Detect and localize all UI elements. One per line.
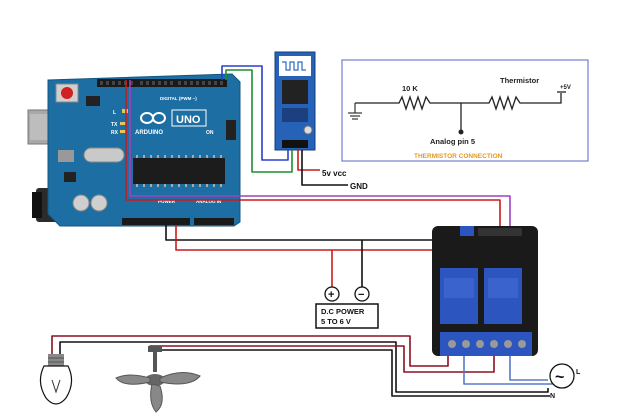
analog-pin-label: Analog pin 5	[430, 137, 475, 146]
digital-header-label: DIGITAL (PWM ~)	[160, 96, 197, 101]
atmega-chip	[133, 158, 225, 184]
bt-gnd-label: GND	[350, 182, 368, 191]
dc-power-source: + − D.C POWER 5 TO 6 V	[315, 286, 379, 329]
dc-power-line2: 5 TO 6 V	[321, 317, 351, 326]
thermistor-panel-border	[341, 59, 589, 162]
dc-power-line1: D.C POWER	[321, 307, 365, 316]
wire-black-bulb	[59, 341, 549, 393]
led-rx-label: RX	[111, 130, 119, 136]
ground-symbol	[348, 103, 362, 120]
relay-module	[432, 226, 538, 356]
dc-plus-symbol: +	[328, 289, 334, 301]
bluetooth-button[interactable]	[303, 125, 313, 135]
wire-green-bt	[225, 69, 293, 173]
led-l-label: L	[113, 110, 116, 116]
wire-red-bt-vcc	[297, 150, 320, 171]
thermistor-connection-panel: 10 K Thermistor +5V Analog pin 5 THERMIS…	[341, 59, 589, 162]
thermistor-circuit-line	[355, 93, 562, 112]
power-header-label: POWER	[158, 199, 176, 204]
arduino-pcb	[47, 73, 241, 227]
light-bulb-icon	[39, 354, 73, 405]
relay-input-header	[478, 228, 522, 236]
wire-blue-bt	[221, 65, 289, 161]
junction-dot	[458, 129, 464, 135]
ceiling-fan-icon	[115, 346, 201, 413]
arduino-logo-icon	[140, 112, 166, 124]
crystal	[83, 147, 125, 163]
ac-source-symbol	[549, 363, 575, 389]
led-tx-label: TX	[111, 122, 118, 128]
power-header	[122, 218, 190, 225]
ac-source: ~ L N	[549, 363, 581, 400]
capacitor-1	[72, 194, 90, 212]
ac-l-label: L	[576, 369, 581, 376]
wire-black-bt-gnd	[301, 150, 348, 186]
icsp-header-right	[226, 120, 236, 140]
bluetooth-module	[274, 51, 316, 151]
ac-n-label: N	[550, 393, 555, 400]
resistor-10k-label: 10 K	[402, 84, 418, 93]
arduino-uno-board: DIGITAL (PWM ~) ARDUINO UNO L TX RX ON	[27, 73, 241, 227]
dc-power-box	[315, 303, 379, 329]
wire-ac-blue-2	[509, 356, 548, 381]
thermistor-label: Thermistor	[500, 76, 539, 85]
analog-header	[194, 218, 234, 225]
analog-header-label: ANALOG IN	[196, 199, 221, 204]
bt-vcc-label: 5v vcc	[322, 169, 347, 178]
capacitor-2	[90, 194, 108, 212]
wire-red-relay-signal	[125, 80, 501, 230]
voltage-regulator	[58, 150, 74, 162]
digital-header	[97, 79, 227, 87]
dc-minus-symbol: −	[358, 289, 364, 301]
thermistor-caption: THERMISTOR CONNECTION	[414, 153, 503, 160]
ac-wave-icon: ~	[555, 369, 564, 386]
model-badge	[171, 109, 207, 127]
icsp-header-top	[86, 96, 100, 106]
led-on-label: ON	[206, 130, 214, 136]
dc-plus-terminal	[324, 286, 340, 302]
wire-purple-relay-signal	[129, 80, 511, 230]
wire-dark-red-bulb	[51, 335, 449, 367]
model-label: UNO	[176, 114, 201, 126]
vcc-5v-label: +5V	[560, 85, 571, 91]
arduino-logo-text: ARDUINO	[135, 130, 163, 136]
bluetooth-chip	[282, 80, 308, 104]
bluetooth-antenna	[282, 61, 306, 71]
bluetooth-pin-header	[282, 140, 308, 148]
dc-minus-terminal	[354, 286, 370, 302]
